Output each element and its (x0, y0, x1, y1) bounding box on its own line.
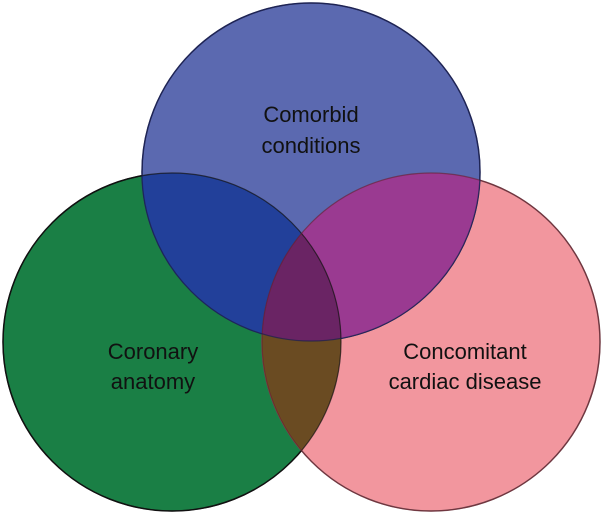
label-concomitant-line2: cardiac disease (389, 369, 542, 394)
label-comorbid-line1: Comorbid (263, 102, 358, 127)
label-comorbid-line2: conditions (261, 133, 360, 158)
label-coronary-line1: Coronary (108, 339, 198, 364)
overlap-top-left (142, 173, 341, 341)
label-coronary-line2: anatomy (111, 369, 195, 394)
overlap-top-right (262, 173, 480, 341)
label-concomitant-line1: Concomitant (403, 339, 527, 364)
